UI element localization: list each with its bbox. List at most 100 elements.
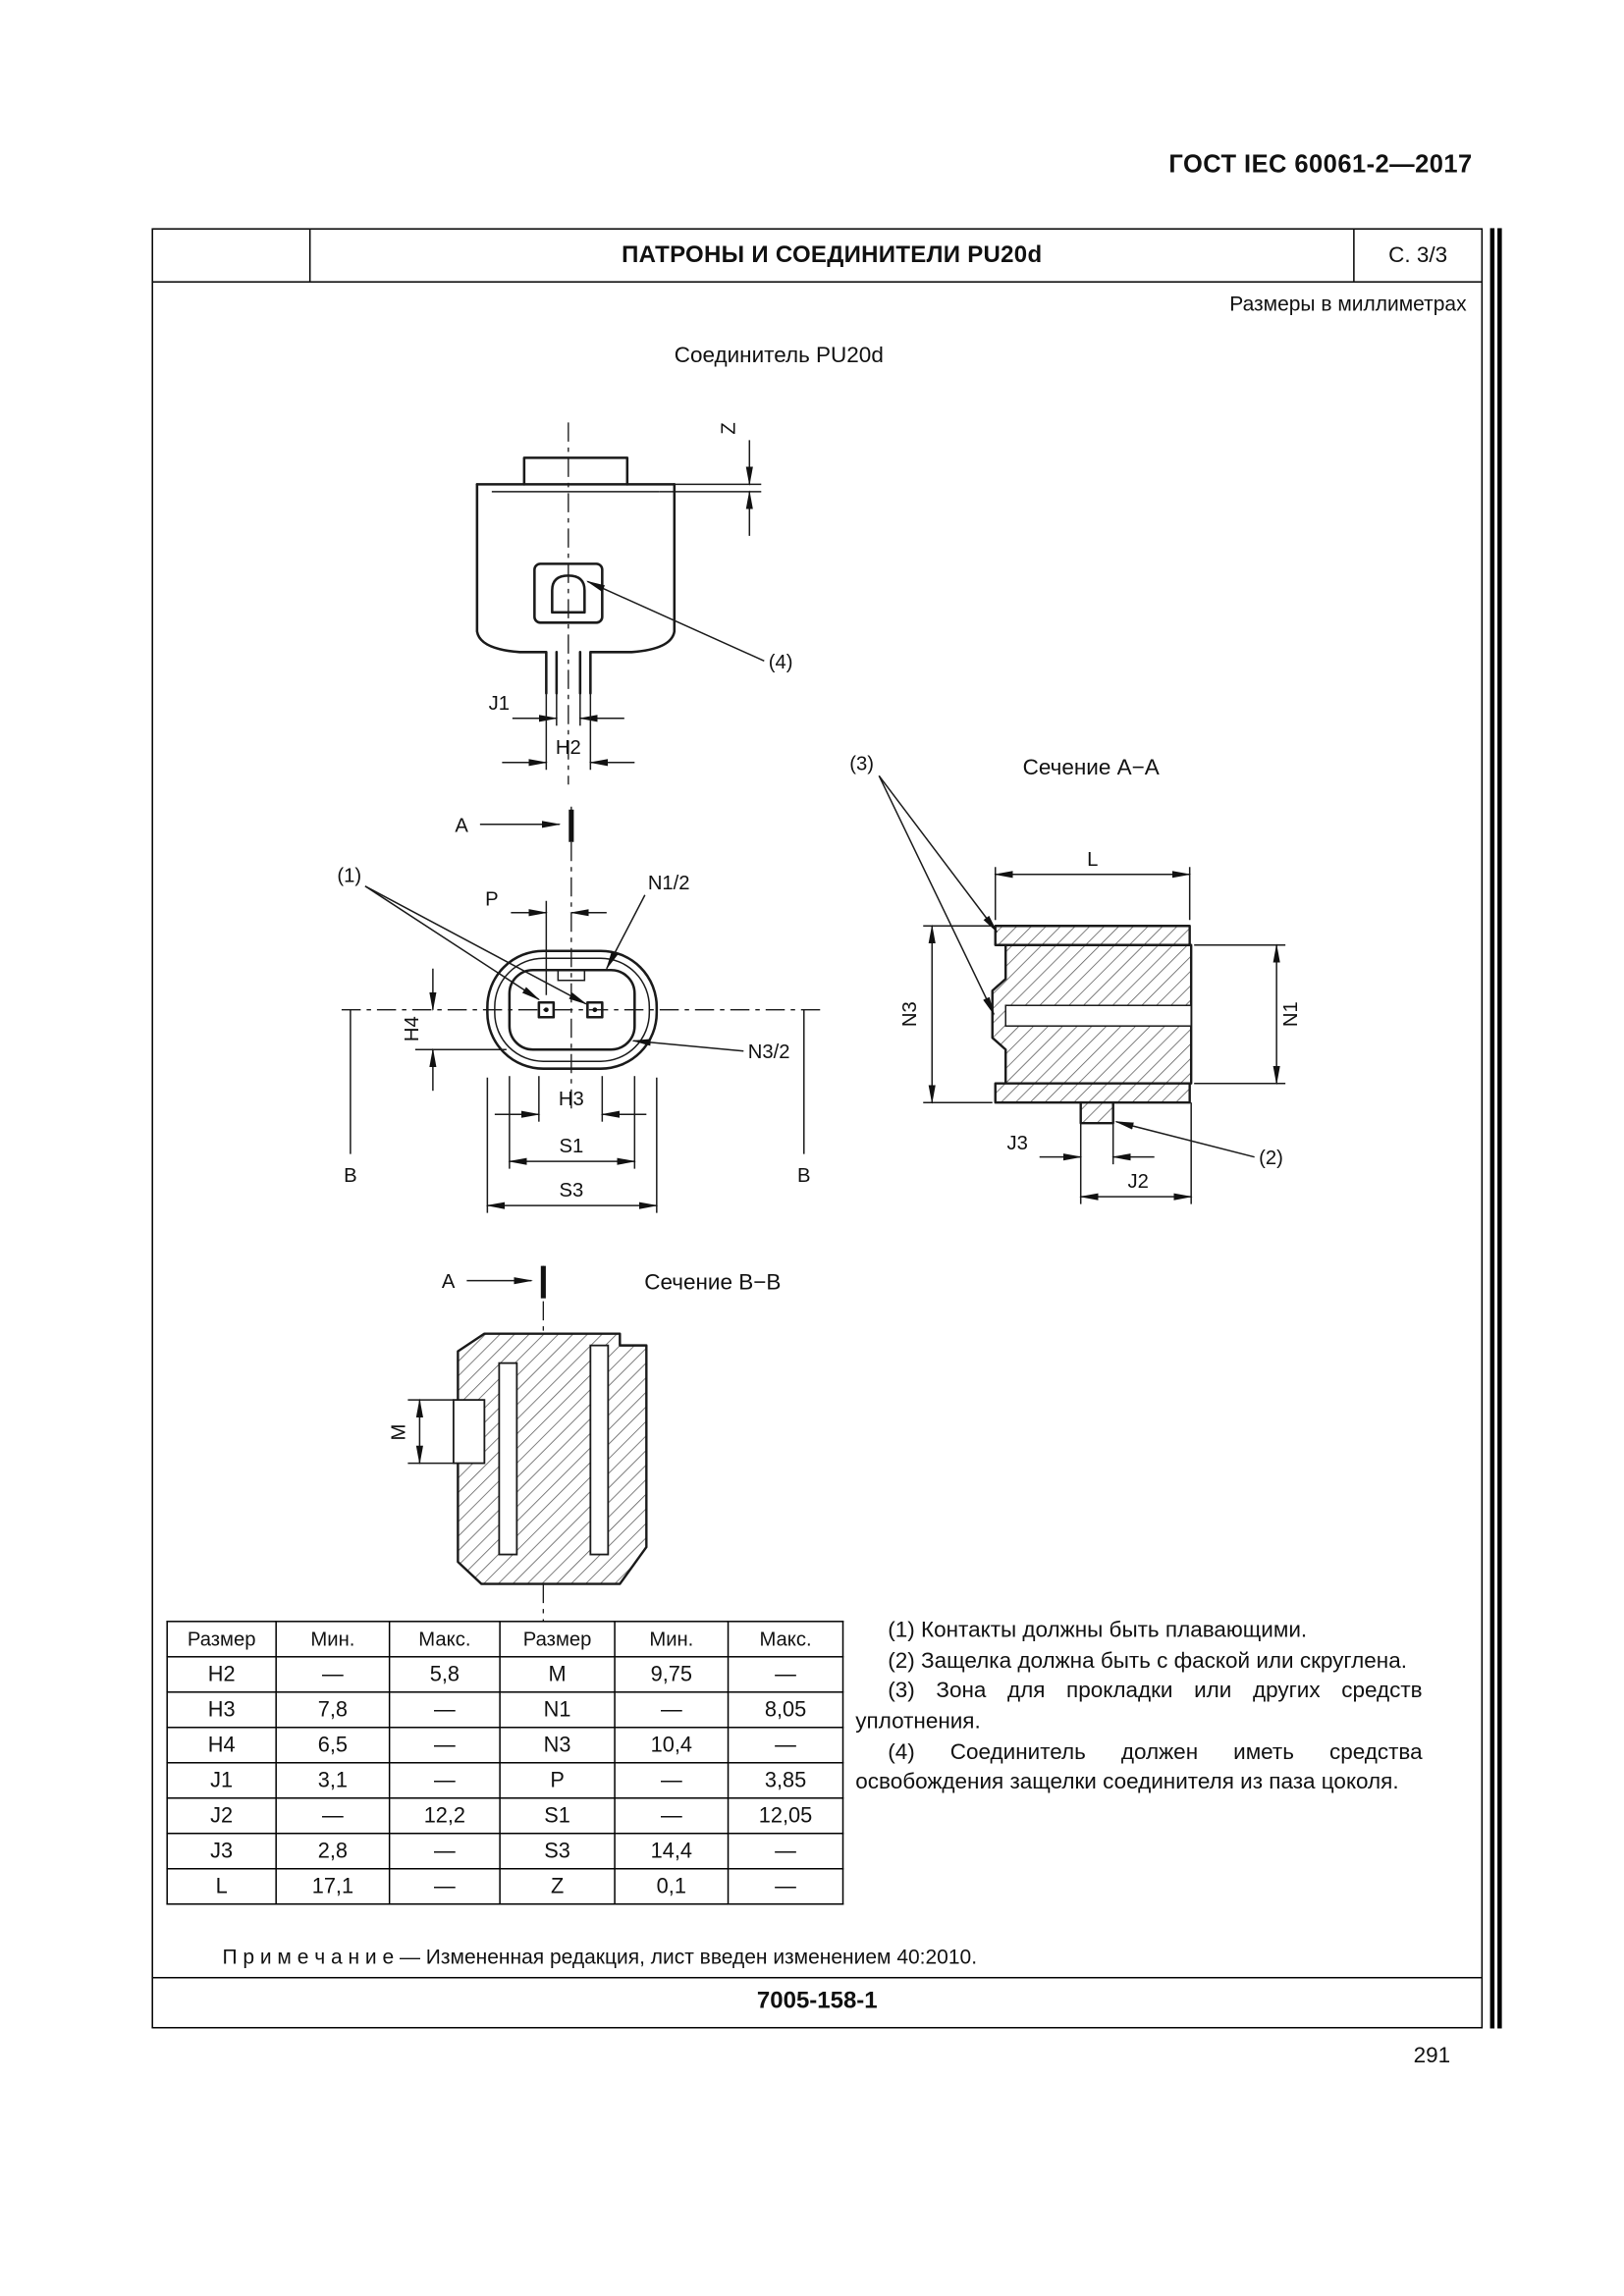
table-row: J2 — 12,2 S1 — 12,05 xyxy=(166,1797,844,1835)
table-cell: 14,4 xyxy=(614,1833,730,1870)
drawing-front-view: (4) Z J1 H2 xyxy=(475,422,793,785)
connector-body-outline xyxy=(475,456,677,695)
callout-2: (2) xyxy=(1114,1120,1283,1169)
section-a-label: A xyxy=(442,1271,456,1293)
table-cell: 12,05 xyxy=(727,1797,844,1835)
sheet-frame: ПАТРОНЫ И СОЕДИНИТЕЛИ PU20d С. 3/3 Разме… xyxy=(151,228,1484,2029)
table-cell: — xyxy=(727,1656,844,1693)
table-cell: — xyxy=(727,1867,844,1905)
table-row: H4 6,5 — N3 10,4 — xyxy=(166,1727,844,1764)
table-row: J1 3,1 — P — 3,85 xyxy=(166,1762,844,1799)
table-header-cell: Размер xyxy=(499,1621,616,1658)
j1-dimension: J1 xyxy=(489,693,624,726)
table-cell: 2,8 xyxy=(275,1833,391,1870)
drawing-plan-view: A (1) P xyxy=(337,806,825,1213)
section-b-label-right: B xyxy=(797,1165,811,1187)
table-header-cell: Мин. xyxy=(275,1621,391,1658)
table-cell: — xyxy=(275,1797,391,1835)
section-b-marks: B B xyxy=(344,1009,811,1187)
table-row: H2 — 5,8 M 9,75 — xyxy=(166,1656,844,1693)
dim-label-j2: J2 xyxy=(1128,1171,1149,1193)
notes-block: (1) Контакты должны быть плавающими. (2)… xyxy=(855,1617,1422,1799)
dim-label-h4: H4 xyxy=(402,1016,423,1041)
form-blank-cell xyxy=(153,229,311,282)
n3-dimension: N3 xyxy=(899,924,993,1104)
drawing-section-aa: (3) L N3 N1 xyxy=(849,753,1302,1204)
frame-double-edge xyxy=(1489,228,1502,2029)
doc-code: 7005-158-1 xyxy=(756,1988,878,2014)
dim-label-n1-2: N1/2 xyxy=(648,873,690,894)
section-a-label: A xyxy=(455,815,468,836)
frame-header-row: ПАТРОНЫ И СОЕДИНИТЕЛИ PU20d С. 3/3 xyxy=(152,229,1482,283)
s3-dimension: S3 xyxy=(485,1077,659,1213)
dim-label-n3-2: N3/2 xyxy=(748,1041,790,1063)
table-header-cell: Размер xyxy=(166,1621,277,1658)
sheet-page-ref: С. 3/3 xyxy=(1353,229,1481,282)
dim-label-p: P xyxy=(485,888,499,910)
dim-label-n1: N1 xyxy=(1280,1001,1302,1027)
dim-label-s1: S1 xyxy=(559,1136,583,1157)
table-header-cell: Макс. xyxy=(727,1621,844,1658)
dim-label-s3: S3 xyxy=(559,1180,583,1201)
callout-3: (3) xyxy=(849,753,999,1016)
table-cell: — xyxy=(614,1762,730,1799)
table-cell: 17,1 xyxy=(275,1867,391,1905)
table-cell: 6,5 xyxy=(275,1727,391,1764)
table-cell: J1 xyxy=(166,1762,277,1799)
h3-dimension: H3 xyxy=(494,1076,647,1122)
l-dimension: L xyxy=(994,849,1192,921)
table-cell: — xyxy=(275,1656,391,1693)
dimension-table: Размер Мин. Макс. Размер Мин. Макс. H2 —… xyxy=(166,1621,844,1905)
callout-4: (4) xyxy=(585,580,793,673)
table-cell: 8,05 xyxy=(727,1691,844,1729)
section-bb-body xyxy=(452,1332,648,1585)
dim-label-n3: N3 xyxy=(899,1001,921,1027)
table-cell: 10,4 xyxy=(614,1727,730,1764)
table-cell: N1 xyxy=(499,1691,616,1729)
table-cell: — xyxy=(727,1833,844,1870)
page-number: 291 xyxy=(1413,2043,1451,2068)
s1-dimension: S1 xyxy=(508,1076,636,1169)
table-cell: — xyxy=(614,1797,730,1835)
section-a-mark: A xyxy=(442,1265,546,1299)
note-4: (4) Соединитель должен иметь средства ос… xyxy=(855,1739,1423,1795)
n1-dimension: N1 xyxy=(1194,943,1302,1086)
table-cell: P xyxy=(499,1762,616,1799)
j3-dimension: J3 xyxy=(1007,1123,1155,1204)
dim-label-m: M xyxy=(388,1424,409,1441)
dim-label-l: L xyxy=(1087,849,1098,871)
table-cell: — xyxy=(388,1867,501,1905)
table-cell: H2 xyxy=(166,1656,277,1693)
callout-3-label: (3) xyxy=(849,753,874,774)
units-note: Размеры в миллиметрах xyxy=(1229,291,1467,315)
section-aa-body xyxy=(991,925,1193,1125)
table-cell: 9,75 xyxy=(614,1656,730,1693)
table-cell: — xyxy=(727,1727,844,1764)
h4-dimension: H4 xyxy=(402,968,507,1092)
table-cell: — xyxy=(388,1727,501,1764)
footnote: П р и м е ч а н и е — Измененная редакци… xyxy=(222,1944,978,1968)
table-cell: 5,8 xyxy=(388,1656,501,1693)
section-bb-caption: Сечение В−В xyxy=(644,1270,782,1296)
table-cell: 0,1 xyxy=(614,1867,730,1905)
n1-2-callout: N1/2 xyxy=(606,873,690,971)
table-cell: — xyxy=(388,1833,501,1870)
drawing-section-bb: A M xyxy=(388,1265,648,1623)
table-cell: S3 xyxy=(499,1833,616,1870)
table-cell: M xyxy=(499,1656,616,1693)
n3-2-callout: N3/2 xyxy=(631,1039,790,1063)
p-dimension: P xyxy=(485,888,607,995)
table-cell: L xyxy=(166,1867,277,1905)
table-cell: — xyxy=(388,1762,501,1799)
note-1: (1) Контакты должны быть плавающими. xyxy=(888,1618,1308,1643)
table-cell: N3 xyxy=(499,1727,616,1764)
callout-1-label: (1) xyxy=(337,865,361,886)
dim-label-h3: H3 xyxy=(559,1089,584,1110)
z-dimension: Z xyxy=(626,422,762,536)
note-2: (2) Защелка должна быть с фаской или скр… xyxy=(888,1648,1407,1674)
table-cell: 12,2 xyxy=(388,1797,501,1835)
table-cell: J2 xyxy=(166,1797,277,1835)
sheet-title: ПАТРОНЫ И СОЕДИНИТЕЛИ PU20d xyxy=(622,241,1043,268)
callout-1: (1) xyxy=(337,865,588,1005)
